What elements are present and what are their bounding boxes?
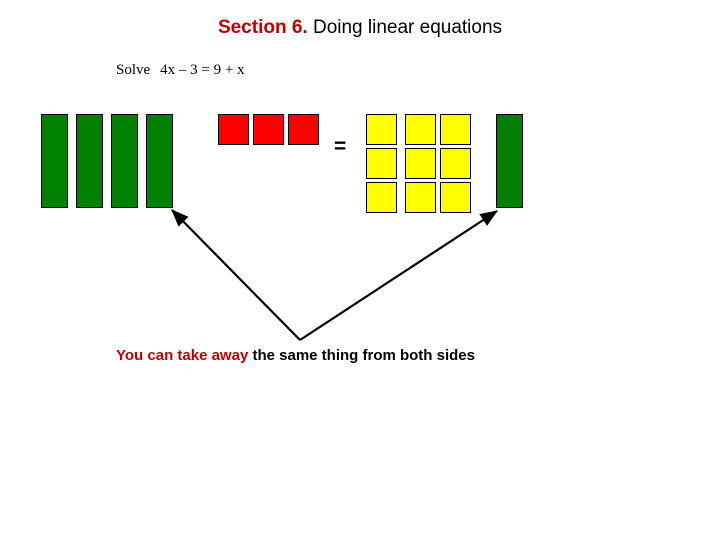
caption-rest: the same thing from both sides (248, 347, 475, 364)
green-bar-left-4 (146, 114, 173, 208)
solve-equation-line: Solve 4x – 3 = 9 + x (116, 62, 245, 79)
green-bar-left-1 (41, 114, 68, 208)
page-title: Section 6. Doing linear equations (0, 17, 720, 39)
arrow-to-left-blocks (171, 209, 301, 341)
arrow-to-right-blocks (299, 210, 498, 341)
red-unit-left-1 (218, 114, 249, 145)
caption-highlight: You can take away (116, 347, 249, 364)
yellow-unit-right-7 (366, 182, 397, 213)
green-bar-left-3 (111, 114, 138, 208)
solve-label: Solve (116, 62, 151, 78)
yellow-unit-right-6 (440, 148, 471, 179)
equals-sign: = (334, 135, 347, 158)
yellow-unit-right-4 (366, 148, 397, 179)
page-title-rest: Doing linear equations (307, 17, 503, 38)
green-bar-right-1 (496, 114, 523, 208)
red-unit-left-2 (253, 114, 284, 145)
yellow-unit-right-1 (366, 114, 397, 145)
green-bar-left-2 (76, 114, 103, 208)
red-unit-left-3 (288, 114, 319, 145)
yellow-unit-right-3 (440, 114, 471, 145)
yellow-unit-right-5 (405, 148, 436, 179)
yellow-unit-right-9 (440, 182, 471, 213)
yellow-unit-right-8 (405, 182, 436, 213)
solve-equation: 4x – 3 = 9 + x (160, 62, 245, 78)
page-title-section: Section 6. (217, 17, 308, 38)
bottom-caption: You can take away the same thing from bo… (116, 347, 475, 364)
yellow-unit-right-2 (405, 114, 436, 145)
